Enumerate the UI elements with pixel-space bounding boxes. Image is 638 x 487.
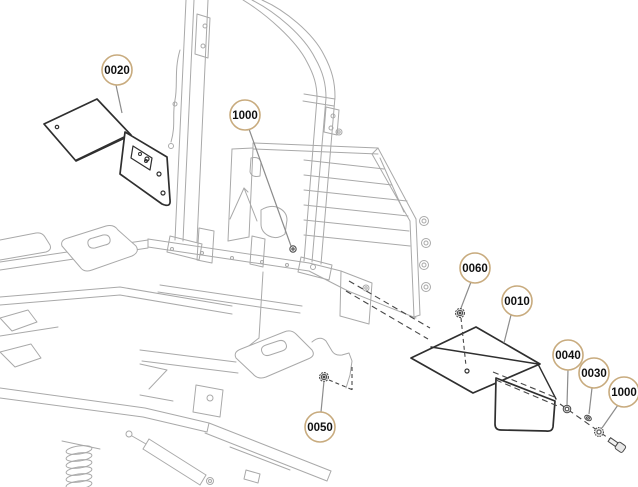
svg-text:0020: 0020	[104, 65, 130, 77]
svg-text:0040: 0040	[555, 350, 581, 362]
coil-spring	[61, 440, 101, 487]
svg-text:1000: 1000	[611, 387, 637, 399]
callout-0010-3[interactable]: 0010	[501, 285, 533, 344]
svg-text:0060: 0060	[462, 263, 488, 275]
screw-icon	[289, 245, 297, 253]
flange-nut-icon	[455, 308, 465, 318]
seat-frame	[147, 187, 342, 357]
callout-0040-4[interactable]: 0040	[552, 339, 584, 406]
washer-icon	[584, 414, 592, 422]
rops-right-post	[242, 0, 343, 281]
callout-0060-2[interactable]: 0060	[459, 252, 491, 309]
svg-text:0010: 0010	[504, 296, 530, 308]
callout-1000-1[interactable]: 1000	[229, 99, 292, 247]
part-cover-0020[interactable]	[43, 98, 171, 207]
callout-0020-0[interactable]: 0020	[101, 54, 133, 114]
alignment-dashes-behind	[345, 280, 431, 340]
svg-text:1000: 1000	[232, 110, 258, 122]
callout-0050-7[interactable]: 0050	[304, 380, 336, 443]
svg-text:0030: 0030	[581, 368, 607, 380]
fastener-layer	[289, 245, 627, 453]
cargo-box	[227, 142, 431, 325]
bolt-icon	[607, 437, 627, 453]
rops-left-post	[166, 0, 211, 261]
lock-washer-icon	[594, 427, 604, 437]
callout-0030-5[interactable]: 0030	[578, 357, 610, 415]
shock-absorber	[125, 430, 214, 486]
frame-rails-left	[0, 225, 353, 389]
part-cover-0010[interactable]	[410, 326, 557, 433]
svg-text:0050: 0050	[307, 422, 333, 434]
callout-1000-6[interactable]: 1000	[601, 376, 638, 429]
flange-nut-icon	[319, 372, 329, 382]
suspension-front-frame	[0, 309, 332, 487]
nut-icon	[562, 404, 572, 414]
chassis-line-art	[0, 0, 431, 487]
